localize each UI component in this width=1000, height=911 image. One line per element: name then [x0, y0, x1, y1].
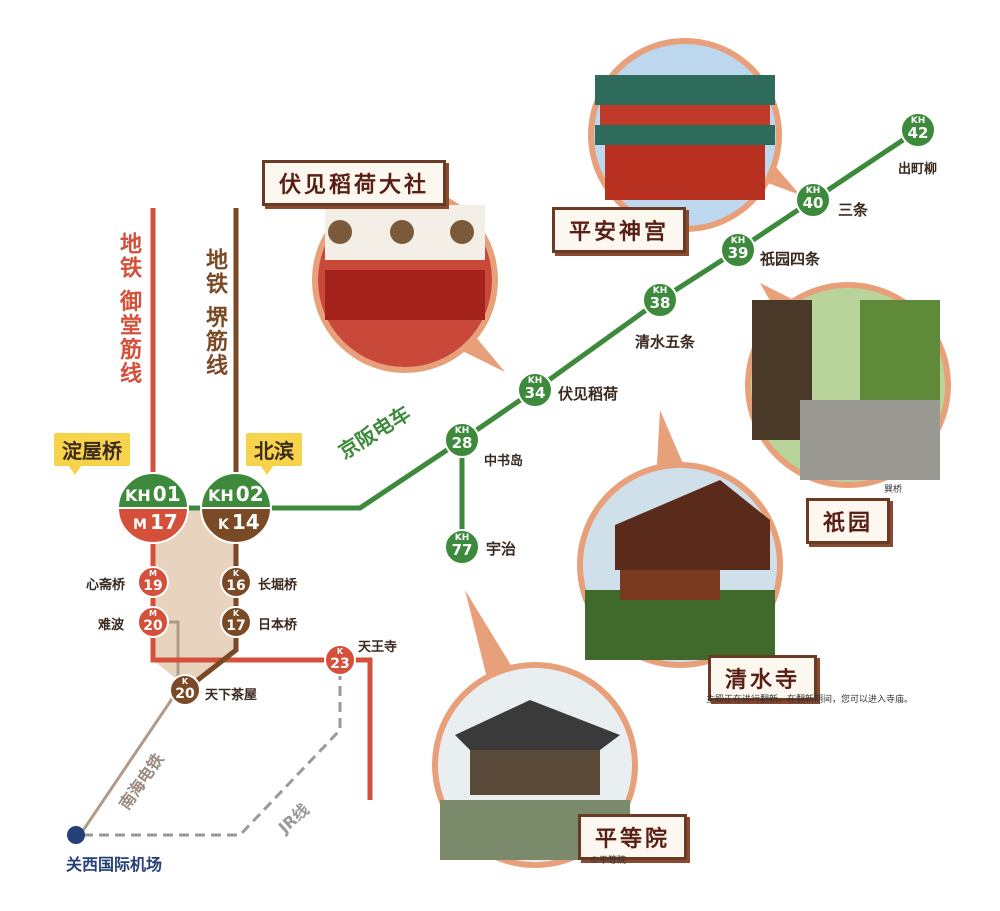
station-kh42[interactable]	[900, 112, 936, 148]
tag-kitahama: 北滨	[246, 433, 302, 475]
sakaisuji-line-label: 地铁 堺筋线	[202, 248, 227, 378]
station-kh40[interactable]	[795, 182, 831, 218]
station-name-sanjo: 三条	[838, 201, 869, 219]
station-k16[interactable]	[220, 566, 252, 598]
station-name-shinsaibashi: 心斋桥	[86, 578, 126, 593]
kiyomizu-renovation-note: 主殿正在进行翻新。在翻新期间，您可以进入寺庙。	[706, 695, 914, 705]
station-kh34[interactable]	[517, 372, 553, 408]
station-k23[interactable]	[324, 644, 356, 676]
photo-kiyomizu	[577, 410, 783, 668]
jr-line	[80, 670, 342, 837]
photo-gion	[745, 282, 951, 488]
photo-heian	[588, 38, 800, 232]
plaque-byodoin[interactable]: 平等院	[578, 814, 688, 860]
station-name-demachiyanagi: 出町柳	[898, 162, 938, 177]
station-name-fushimi-inari: 伏见稻荷	[558, 385, 619, 403]
byodoin-photo-credit: ©平等院	[590, 856, 627, 866]
station-name-nipponbashi: 日本桥	[258, 618, 298, 633]
station-kitahama[interactable]	[200, 472, 272, 544]
station-kh28[interactable]	[444, 422, 480, 458]
gion-photo-credit: 巽桥	[884, 485, 903, 495]
station-name-tengachaya: 天下茶屋	[205, 688, 258, 703]
station-kh77[interactable]	[444, 529, 480, 565]
midosuji-line-label: 地铁 御堂筋线	[116, 232, 141, 386]
plaque-fushimi-inari-taisha[interactable]: 伏见稻荷大社	[262, 160, 447, 206]
tag-yodoyabashi: 淀屋桥	[54, 433, 130, 475]
photo-fushimi	[312, 187, 505, 373]
station-yodoyabashi[interactable]	[117, 472, 189, 544]
station-name-uji: 宇治	[486, 540, 517, 558]
sakaisuji-line	[183, 208, 239, 692]
plaque-kiyomizu-dera[interactable]: 清水寺	[708, 655, 818, 701]
station-k17[interactable]	[220, 606, 252, 638]
station-m20[interactable]	[137, 606, 169, 638]
station-name-airport: 关西国际机场	[66, 855, 163, 874]
station-k20[interactable]	[169, 674, 201, 706]
plaque-heian-jingu[interactable]: 平安神宫	[552, 207, 687, 253]
station-name-tennoji: 天王寺	[358, 640, 398, 655]
station-name-namba: 难波	[98, 618, 125, 633]
plaque-gion[interactable]: 祇园	[806, 498, 891, 544]
station-name-nagahoribashi: 长堀桥	[258, 578, 298, 593]
transfer-zone	[153, 508, 236, 690]
station-airport[interactable]	[67, 826, 85, 844]
station-kh38[interactable]	[642, 282, 678, 318]
station-name-kiyomizu-gojo: 清水五条	[635, 333, 696, 351]
station-name-chushojima: 中书岛	[484, 454, 524, 469]
station-name-gion-shijo: 祇园四条	[760, 250, 821, 268]
midosuji-line	[150, 208, 373, 800]
station-kh39[interactable]	[720, 232, 756, 268]
station-m19[interactable]	[137, 566, 169, 598]
